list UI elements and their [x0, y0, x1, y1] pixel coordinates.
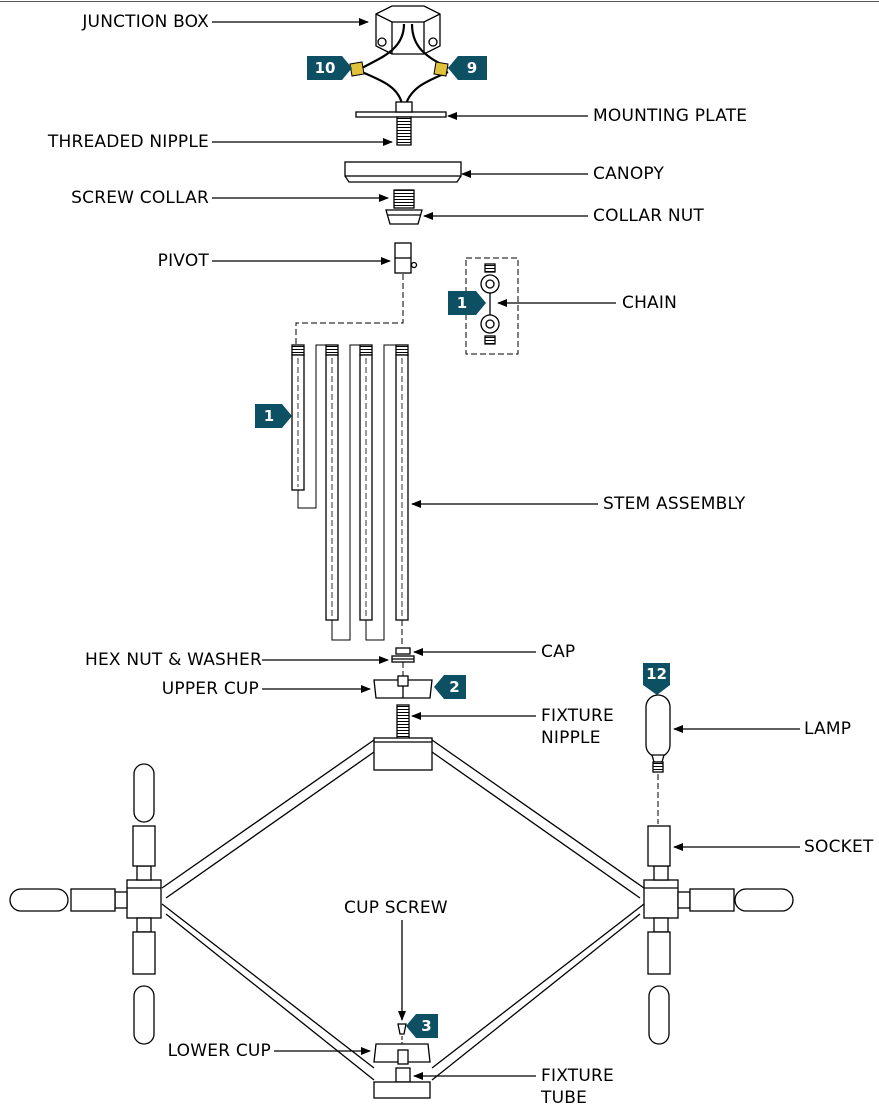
- badge-9-shape: [448, 56, 487, 80]
- badge-lamp: 12: [646, 665, 667, 683]
- label-lower-cup: LOWER CUP: [167, 1041, 271, 1061]
- label-socket: SOCKET: [804, 837, 874, 857]
- upper-cup-part: [373, 675, 433, 699]
- badge-12-shape: [643, 663, 670, 695]
- label-fixture-tube-line2: TUBE: [541, 1088, 588, 1108]
- label-fixture-nipple-line1: FIXTURE: [541, 706, 614, 726]
- badge-stem-shape: [255, 404, 292, 428]
- label-collar-nut: COLLAR NUT: [593, 206, 704, 226]
- canopy-part: [344, 161, 462, 183]
- cup-screw-part: [397, 1023, 407, 1035]
- badge-2-shape: [434, 675, 466, 699]
- collar-nut-part: [385, 209, 423, 225]
- badge-stem: 1: [263, 407, 275, 425]
- fixture-nipple-part: [396, 704, 410, 744]
- badge-wire-left: 10: [314, 59, 336, 77]
- screw-collar-part: [393, 189, 415, 209]
- badge-wire-right: 9: [466, 59, 478, 77]
- label-cap: CAP: [541, 642, 576, 662]
- label-mounting-plate: MOUNTING PLATE: [593, 106, 748, 126]
- stem-assembly-part: [291, 344, 409, 646]
- junction-box-part: [375, 5, 441, 55]
- label-hex-nut-washer: HEX NUT & WASHER: [84, 650, 262, 670]
- label-cup-screw: CUP SCREW: [344, 898, 448, 918]
- top-border-line: [0, 1, 879, 2]
- fixture-tube-part: [373, 1067, 431, 1099]
- hex-nut-washer-part: [391, 655, 415, 663]
- label-chain: CHAIN: [622, 293, 678, 313]
- cap-part: [395, 647, 411, 655]
- badge-chain-shape: [448, 291, 486, 315]
- right-hub: [643, 865, 691, 933]
- badge-chain: 1: [456, 294, 468, 312]
- label-fixture-nipple-line2: NIPPLE: [541, 728, 601, 748]
- mounting-plate-part: [355, 101, 447, 118]
- label-screw-collar: SCREW COLLAR: [71, 188, 209, 208]
- badge-shapes: [255, 56, 670, 1038]
- wire-nuts: [349, 61, 449, 77]
- leader-lines: [212, 18, 800, 1080]
- label-pivot: PIVOT: [157, 251, 209, 271]
- lamp-part: [645, 694, 671, 773]
- badge-cup-screw: 3: [421, 1017, 432, 1035]
- right-lamps: [647, 825, 794, 1045]
- label-stem-assembly: STEM ASSEMBLY: [603, 494, 746, 514]
- label-upper-cup: UPPER CUP: [161, 679, 259, 699]
- label-lamp: LAMP: [804, 719, 852, 739]
- badge-10-shape: [307, 56, 352, 80]
- fixture-frame: [161, 739, 645, 1081]
- chain-part: [465, 257, 519, 355]
- pivot-part: [394, 242, 418, 274]
- label-junction-box: JUNCTION BOX: [82, 12, 209, 32]
- badge-upper-cup: 2: [449, 678, 460, 696]
- label-threaded-nipple: THREADED NIPPLE: [47, 132, 209, 152]
- threaded-nipple-part: [396, 116, 412, 146]
- left-lamps: [9, 763, 156, 1045]
- left-hub: [114, 865, 162, 933]
- center-hub-top: [373, 737, 433, 771]
- lower-cup-part: [373, 1043, 431, 1065]
- badge-3-shape: [406, 1014, 438, 1038]
- label-canopy: CANOPY: [593, 164, 665, 184]
- label-fixture-tube-line1: FIXTURE: [541, 1066, 614, 1086]
